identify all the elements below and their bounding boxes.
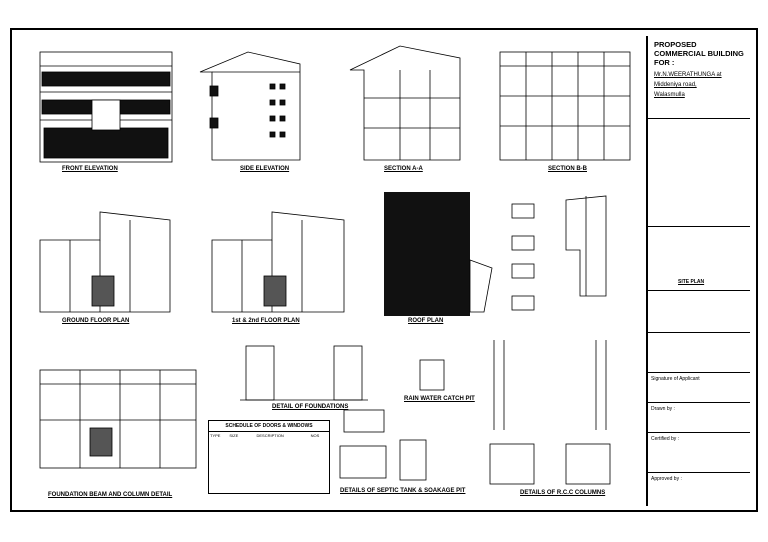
foundation-beam-caption: FOUNDATION BEAM AND COLUMN DETAIL xyxy=(48,492,173,498)
rcc-columns-caption: DETAILS OF R.C.C COLUMNS xyxy=(520,490,606,496)
detail-foundations-caption: DETAIL OF FOUNDATIONS xyxy=(272,404,349,410)
certified-box: Certified by : xyxy=(648,432,750,472)
first-floor-plan-drawing xyxy=(211,211,345,313)
ground-floor-plan-drawing xyxy=(39,211,171,313)
notes-box xyxy=(648,290,750,332)
footing-details-drawing xyxy=(511,195,607,311)
site-plan-label: SITE PLAN xyxy=(678,279,705,285)
side-elevation-drawing xyxy=(199,51,301,161)
roof-plan-drawing xyxy=(384,192,493,316)
rain-water-pit-drawing xyxy=(419,359,445,391)
drawn-box: Drawn by : xyxy=(648,402,750,432)
septic-tank-drawing xyxy=(339,409,427,481)
site-plan-section: SITE PLAN xyxy=(648,226,750,290)
schedule-table: SCHEDULE OF DOORS & WINDOWS TYPE SIZE DE… xyxy=(208,420,330,494)
approved-box: Approved by : xyxy=(648,472,750,506)
first-floor-caption: 1st & 2nd FLOOR PLAN xyxy=(232,318,300,324)
schedule-header: TYPE xyxy=(210,433,221,438)
roof-plan-caption: ROOF PLAN xyxy=(408,318,444,324)
drawing-sheet-border xyxy=(10,28,758,512)
side-elevation-caption: SIDE ELEVATION xyxy=(240,166,290,172)
foundation-beam-drawing xyxy=(39,369,197,469)
notes-section xyxy=(648,118,750,226)
septic-caption: DETAILS OF SEPTIC TANK & SOAKAGE PIT xyxy=(340,488,466,494)
schedule-title: SCHEDULE OF DOORS & WINDOWS xyxy=(225,423,313,429)
schedule-header: SIZE xyxy=(229,433,239,438)
signature-label: Signature of Applicant xyxy=(651,376,700,382)
front-elevation-drawing xyxy=(39,51,173,163)
drawn-label: Drawn by : xyxy=(651,406,675,412)
rcc-columns-drawing xyxy=(489,340,611,485)
section-bb-drawing xyxy=(499,51,631,161)
schedule-header: NOS xyxy=(310,433,320,438)
rain-water-caption: RAIN WATER CATCH PIT xyxy=(404,396,475,402)
approved-label: Approved by : xyxy=(651,476,682,482)
section-aa-drawing xyxy=(349,45,461,161)
proposal-line1: PROPOSED xyxy=(654,40,697,49)
front-elevation-caption: FRONT ELEVATION xyxy=(62,166,118,172)
ground-floor-caption: GROUND FLOOR PLAN xyxy=(62,318,130,324)
client-address2: Walasmulla xyxy=(654,92,685,98)
proposal-line2: COMMERCIAL BUILDING FOR : xyxy=(654,49,744,67)
client-name: Mr.N.WEERATHUNGA at xyxy=(654,72,722,78)
schedule-header: DESCRIPTION xyxy=(256,433,284,438)
client-address1: Middeniya road, xyxy=(654,82,697,88)
section-bb-caption: SECTION B-B xyxy=(548,166,587,172)
title-block: PROPOSED COMMERCIAL BUILDING FOR : Mr.N.… xyxy=(646,36,750,506)
floor-area-box xyxy=(648,332,750,372)
foundation-section-drawing xyxy=(240,345,368,401)
certified-label: Certified by : xyxy=(651,436,680,442)
signature-box: Signature of Applicant xyxy=(648,372,750,402)
schedule-header-row: TYPE SIZE DESCRIPTION NOS xyxy=(209,431,329,439)
proposal-title: PROPOSED COMMERCIAL BUILDING FOR : xyxy=(648,36,750,69)
section-aa-caption: SECTION A-A xyxy=(384,166,423,172)
